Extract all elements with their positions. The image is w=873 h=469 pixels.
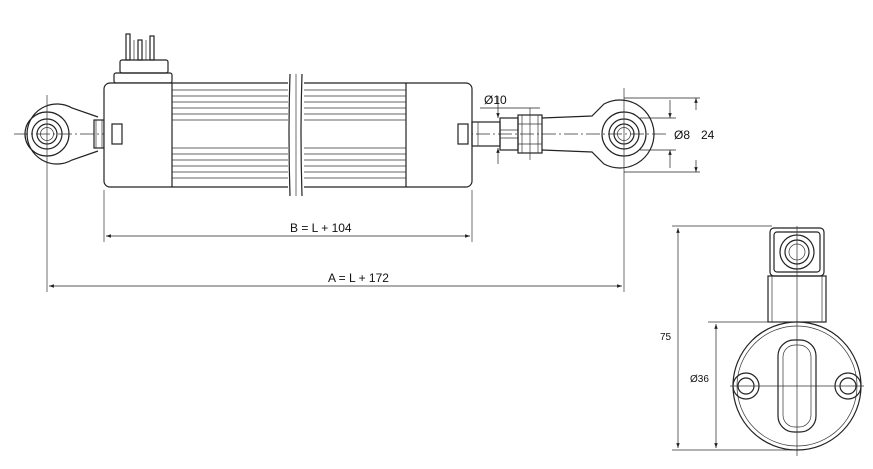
eye-dimensions: Ø8 24 [624, 97, 715, 173]
actuator-body [103, 73, 473, 197]
total-height-label: 75 [660, 332, 672, 343]
end-view: 75 Ø36 [660, 225, 864, 456]
left-rod-end [24, 95, 105, 178]
electrical-connector [113, 33, 173, 84]
rod-diameter-dimension: Ø10 [480, 93, 540, 164]
rod-diameter-label: Ø10 [484, 93, 507, 107]
eye-width-label: 24 [701, 128, 715, 142]
right-rod-end [541, 88, 655, 180]
side-view: Ø10 Ø8 24 B = L + 104 A = L + [14, 33, 715, 292]
body-length-dimension: B = L + 104 [103, 190, 473, 242]
body-diameter-label: Ø36 [690, 374, 709, 385]
body-length-label: B = L + 104 [290, 221, 352, 235]
overall-length-dimension: A = L + 172 [46, 178, 625, 292]
overall-length-label: A = L + 172 [328, 271, 389, 285]
eye-diameter-label: Ø8 [674, 128, 690, 142]
piston-rod [471, 108, 543, 160]
